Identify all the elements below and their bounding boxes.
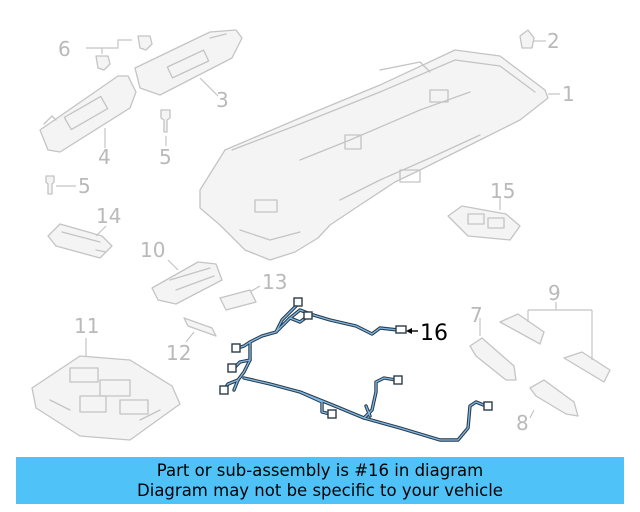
grab-handle-part-7: 7 [469, 303, 517, 381]
headliner-part [199, 49, 549, 261]
harness-wire-inner [233, 309, 399, 391]
connector [219, 385, 229, 395]
screw-part-5b: 5 [45, 174, 91, 198]
sun-visor-right: 3 [134, 29, 243, 112]
lamp-part-14: 14 [47, 204, 121, 259]
callout-number-11: 11 [74, 314, 99, 338]
connector [293, 297, 303, 307]
sun-visor-left: 4 [39, 75, 137, 169]
harness-wire-inner [243, 377, 487, 441]
callout-number-2: 2 [547, 29, 560, 53]
callout-number-16: 16 [420, 321, 448, 346]
connector [231, 343, 241, 353]
callout-number-9: 9 [548, 281, 561, 305]
callout-number-8: 8 [516, 411, 529, 435]
dome-lamp-part-15: 15 [447, 179, 521, 241]
grab-handle-part-8: 8 [516, 379, 579, 435]
harness-wire-inner [365, 405, 371, 417]
callout-number-15: 15 [490, 179, 515, 203]
connector [327, 409, 337, 419]
callout-number-12: 12 [166, 341, 191, 365]
harness-wire [232, 308, 400, 392]
callout-1: 1 [548, 82, 575, 106]
callout-number-13: 13 [262, 270, 287, 294]
strip-part-12: 12 [166, 317, 217, 365]
callout-number-1: 1 [562, 82, 575, 106]
parts-diagram: 1 2 3 4 5 5 6 [31, 29, 611, 442]
connector [395, 325, 407, 334]
callout-number-6: 6 [58, 37, 71, 61]
bracket-part-10: 10 [140, 238, 223, 305]
callout-number-10: 10 [140, 238, 165, 262]
callout-number-3: 3 [216, 88, 229, 112]
connector [303, 311, 313, 320]
caption-line-2: Diagram may not be specific to your vehi… [137, 480, 503, 500]
connector [227, 363, 237, 373]
clip-part-2: 2 [519, 29, 560, 53]
visor-holder-part-6: 6 [58, 35, 153, 71]
harness-wire-inner [275, 303, 299, 333]
cover-part-9: 9 [499, 281, 611, 383]
callout-number-5a: 5 [159, 145, 172, 169]
pad-part-13: 13 [219, 270, 287, 311]
callout-number-4: 4 [98, 145, 111, 169]
wiring-harness-part-16: 16 [219, 297, 493, 442]
screw-part-5a: 5 [159, 109, 172, 169]
callout-number-5b: 5 [78, 174, 91, 198]
console-part-11: 11 [31, 314, 181, 441]
callout-number-14: 14 [96, 204, 121, 228]
connector [483, 401, 493, 411]
caption-banner: Part or sub-assembly is #16 in diagram D… [16, 457, 624, 504]
harness-wire-inner [363, 377, 397, 419]
harness-wire-inner [299, 391, 331, 415]
callout-number-7: 7 [470, 303, 483, 327]
connector [393, 375, 403, 385]
caption-line-1: Part or sub-assembly is #16 in diagram [156, 460, 484, 480]
